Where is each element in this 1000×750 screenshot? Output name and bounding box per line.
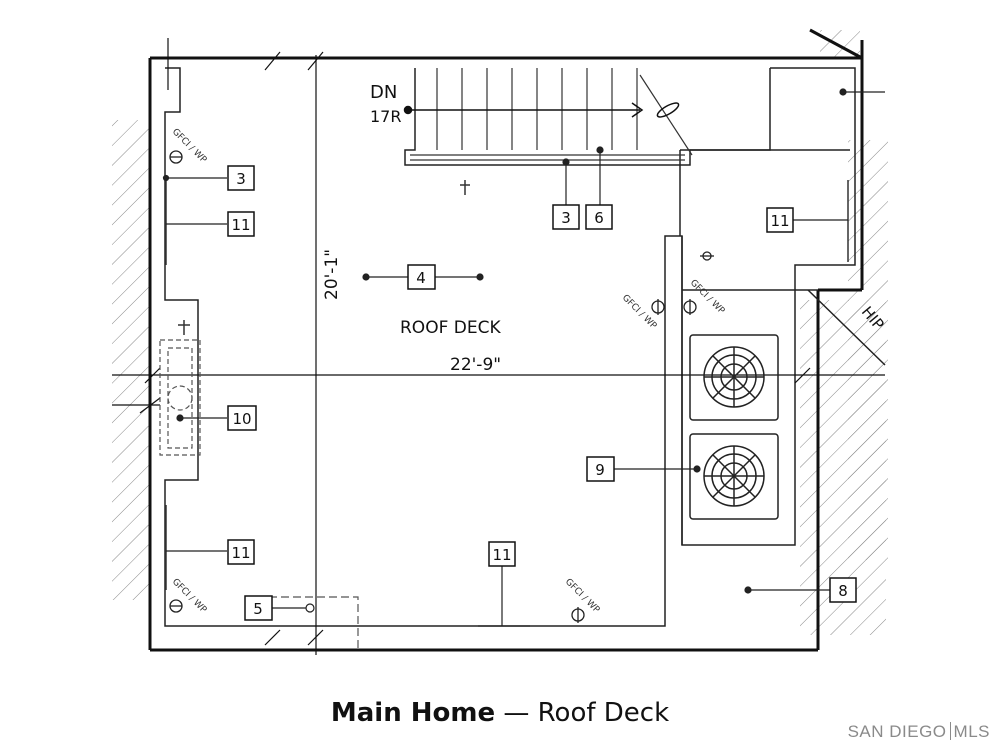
callout-11a: 11: [231, 216, 250, 234]
watermark-right: MLS: [953, 722, 990, 741]
callout-11b: 11: [770, 212, 789, 230]
callout-numbers: 3 11 3 6 11 4 10 9 11 11 5 8: [231, 170, 847, 618]
mls-watermark: SAN DIEGO MLS: [848, 722, 990, 742]
wall-fixtures: [165, 180, 849, 627]
inner-walls: [164, 67, 886, 627]
room-label: ROOF DECK: [400, 318, 501, 338]
dashed-area: [245, 596, 359, 650]
stair-risers-label: 17R: [370, 107, 401, 126]
watermark-left: SAN DIEGO: [847, 722, 947, 741]
callout-10: 10: [232, 410, 251, 428]
stair-arrow: [403, 102, 680, 118]
plan-caption: Main Home — Roof Deck: [0, 698, 1000, 728]
callout-5: 5: [253, 600, 263, 618]
svg-text:GFCI / WP: GFCI / WP: [620, 293, 659, 332]
callout-leaders: [162, 88, 885, 626]
callout-9: 9: [595, 461, 605, 479]
depth-dimension: 20'-1": [322, 249, 342, 300]
left-fixture: [159, 339, 201, 456]
callout-4: 4: [416, 269, 426, 287]
callout-boxes: [227, 165, 857, 621]
exterior-hatch: [112, 30, 888, 635]
caption-home: Main Home: [330, 698, 496, 728]
gfci-outlets: [169, 150, 714, 623]
floor-plan: DN 17R 22'-9" 20'-1" ROOF DECK HIP: [112, 28, 888, 655]
svg-text:GFCI / WP: GFCI / WP: [170, 577, 209, 616]
caption-separator: —: [503, 698, 530, 728]
stair-treads: [410, 68, 693, 161]
callout-11c: 11: [231, 544, 250, 562]
stair-down-label: DN: [370, 82, 397, 103]
watermark-divider: [949, 722, 951, 740]
callout-3a: 3: [236, 170, 246, 188]
callout-6: 6: [594, 209, 604, 227]
callout-8: 8: [838, 582, 848, 600]
callout-11d: 11: [492, 546, 511, 564]
ac-units: [689, 334, 779, 520]
outer-walls: [148, 28, 864, 652]
caption-level: Roof Deck: [537, 698, 670, 728]
width-dimension: 22'-9": [450, 355, 501, 375]
callout-3b: 3: [561, 209, 571, 227]
svg-text:GFCI / WP: GFCI / WP: [170, 127, 209, 166]
